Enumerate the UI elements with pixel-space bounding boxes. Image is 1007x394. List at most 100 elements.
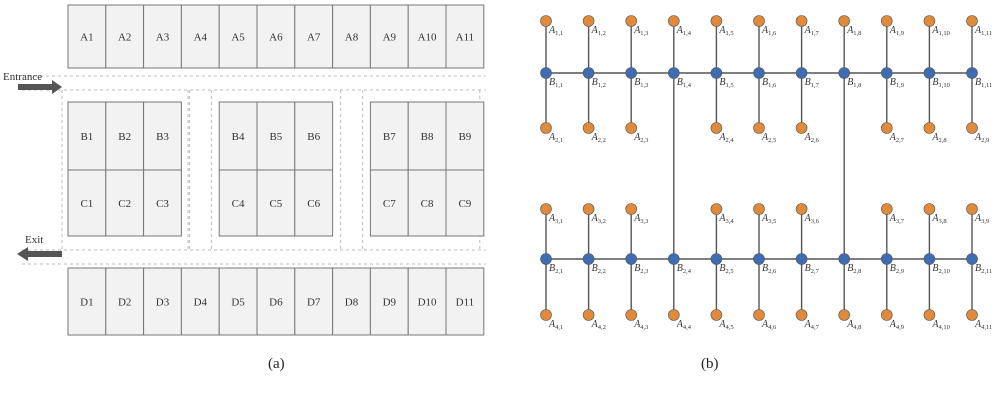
b-node-node: [582, 253, 595, 265]
b-node-label-letter: B: [549, 77, 555, 88]
space-c8-slot: [407, 169, 447, 237]
space-a4-label: A4: [194, 32, 208, 44]
caption-b: (b): [701, 356, 719, 372]
b-node-label: B2,11: [975, 263, 992, 275]
a-node-label-letter: A: [633, 132, 641, 143]
space-c7-slot: [369, 169, 409, 237]
a-node-node: [795, 203, 808, 215]
space-b9-label: B9: [458, 131, 471, 143]
caption-a: (a): [268, 356, 285, 372]
a-node-label: A4,10: [931, 319, 949, 331]
b-node-label-subscript: 2,1: [555, 268, 563, 275]
a-node-label-subscript: 1,7: [811, 30, 820, 37]
a-node-node: [710, 309, 723, 321]
b-node-node: [923, 67, 936, 79]
b-node-label-subscript: 2,3: [640, 268, 648, 275]
a-node-node: [795, 15, 808, 27]
a-node-label-subscript: 4,10: [939, 324, 950, 331]
a-node-label: A4,11: [974, 319, 992, 331]
space-b8-label: B8: [421, 131, 434, 143]
a-node-label-letter: A: [548, 132, 556, 143]
b-node-label-subscript: 2,11: [981, 268, 992, 275]
b-node-node: [668, 67, 680, 79]
b-node-node: [966, 67, 978, 79]
a-node-node: [753, 15, 765, 27]
space-c4-label: C4: [232, 198, 245, 210]
a-node-label-subscript: 2,6: [811, 137, 820, 144]
b-node-label-letter: B: [847, 77, 853, 88]
a-node-label-letter: A: [804, 132, 812, 143]
a-node-label-subscript: 3,3: [640, 218, 648, 225]
space-d9-slot: [369, 267, 409, 336]
a-node-node: [668, 15, 680, 27]
b-node-label-subscript: 2,8: [853, 268, 861, 275]
a-node-label: A2,1: [548, 132, 563, 144]
space-a9-label: A9: [383, 32, 397, 44]
b-node-label: B2,2: [592, 263, 606, 275]
a-node-label: A4,5: [718, 319, 733, 331]
a-node-label: A2,8: [931, 132, 946, 144]
space-a1-slot: [67, 4, 107, 69]
a-node-node: [838, 309, 851, 321]
space-c8-label: C8: [421, 198, 434, 210]
a-node-label-subscript: 3,7: [896, 218, 905, 225]
space-a10-slot: [407, 4, 447, 69]
a-node-label-subscript: 4,7: [811, 324, 820, 331]
a-node-label-letter: A: [846, 319, 854, 330]
a-node-label: A3,4: [718, 213, 734, 225]
space-d10-label: D10: [418, 297, 437, 309]
space-b3-label: B3: [156, 131, 169, 143]
a-node-label-letter: A: [718, 132, 726, 143]
a-node-label: A3,9: [974, 213, 989, 225]
space-c3-label: C3: [156, 198, 169, 210]
space-d7-label: D7: [307, 297, 321, 309]
b-node-label: B1,2: [592, 77, 606, 89]
b-node-label: B1,8: [847, 77, 861, 89]
b-node-label: B2,7: [805, 263, 820, 275]
b-node-label-subscript: 1,3: [640, 82, 648, 89]
a-node-node: [923, 309, 936, 321]
space-d11-slot: [445, 267, 485, 336]
a-node-label-subscript: 4,11: [981, 324, 992, 331]
b-node-node: [838, 67, 851, 79]
a-node-label-letter: A: [761, 213, 769, 224]
a-node-label-letter: A: [804, 319, 812, 330]
b-node-node: [625, 67, 637, 79]
space-b8-slot: [407, 101, 447, 171]
a-node-label-letter: A: [931, 319, 939, 330]
a-node-node: [795, 309, 808, 321]
b-node-label-letter: B: [719, 77, 725, 88]
b-node-label: B2,5: [719, 263, 733, 275]
a-node-label-subscript: 4,4: [683, 324, 692, 331]
a-node-node: [540, 15, 552, 27]
b-node-node: [966, 253, 978, 265]
b-node-label-letter: B: [677, 263, 683, 274]
space-a1-label: A1: [80, 32, 93, 44]
b-node-node: [540, 253, 552, 265]
space-d11-label: D11: [456, 297, 475, 309]
b-node-label: B2,9: [890, 263, 904, 275]
a-node-label-letter: A: [591, 319, 599, 330]
a-node-label: A3,2: [591, 213, 606, 225]
b-node-label: B1,7: [805, 77, 820, 89]
b-node-node: [923, 253, 936, 265]
b-node-label: B2,3: [634, 263, 648, 275]
b-node-label: B2,6: [762, 263, 777, 275]
space-c6-slot: [294, 169, 334, 237]
a-node-label: A1,9: [889, 25, 904, 37]
b-node-label-subscript: 2,7: [811, 268, 820, 275]
a-node-node: [625, 309, 637, 321]
a-node-label-subscript: 2,1: [555, 137, 563, 144]
a-node-node: [710, 15, 723, 27]
a-node-label-subscript: 1,4: [683, 30, 692, 37]
a-node-label-letter: A: [931, 25, 939, 36]
a-node-label-letter: A: [591, 25, 599, 36]
a-node-label-letter: A: [974, 213, 982, 224]
space-c7-label: C7: [383, 198, 396, 210]
b-node-label-subscript: 1,1: [555, 82, 563, 89]
a-node-label-letter: A: [974, 25, 982, 36]
a-node-label-letter: A: [761, 132, 769, 143]
space-d8-slot: [332, 267, 371, 336]
space-c3-slot: [143, 169, 182, 237]
b-node-label: B2,10: [932, 263, 949, 275]
